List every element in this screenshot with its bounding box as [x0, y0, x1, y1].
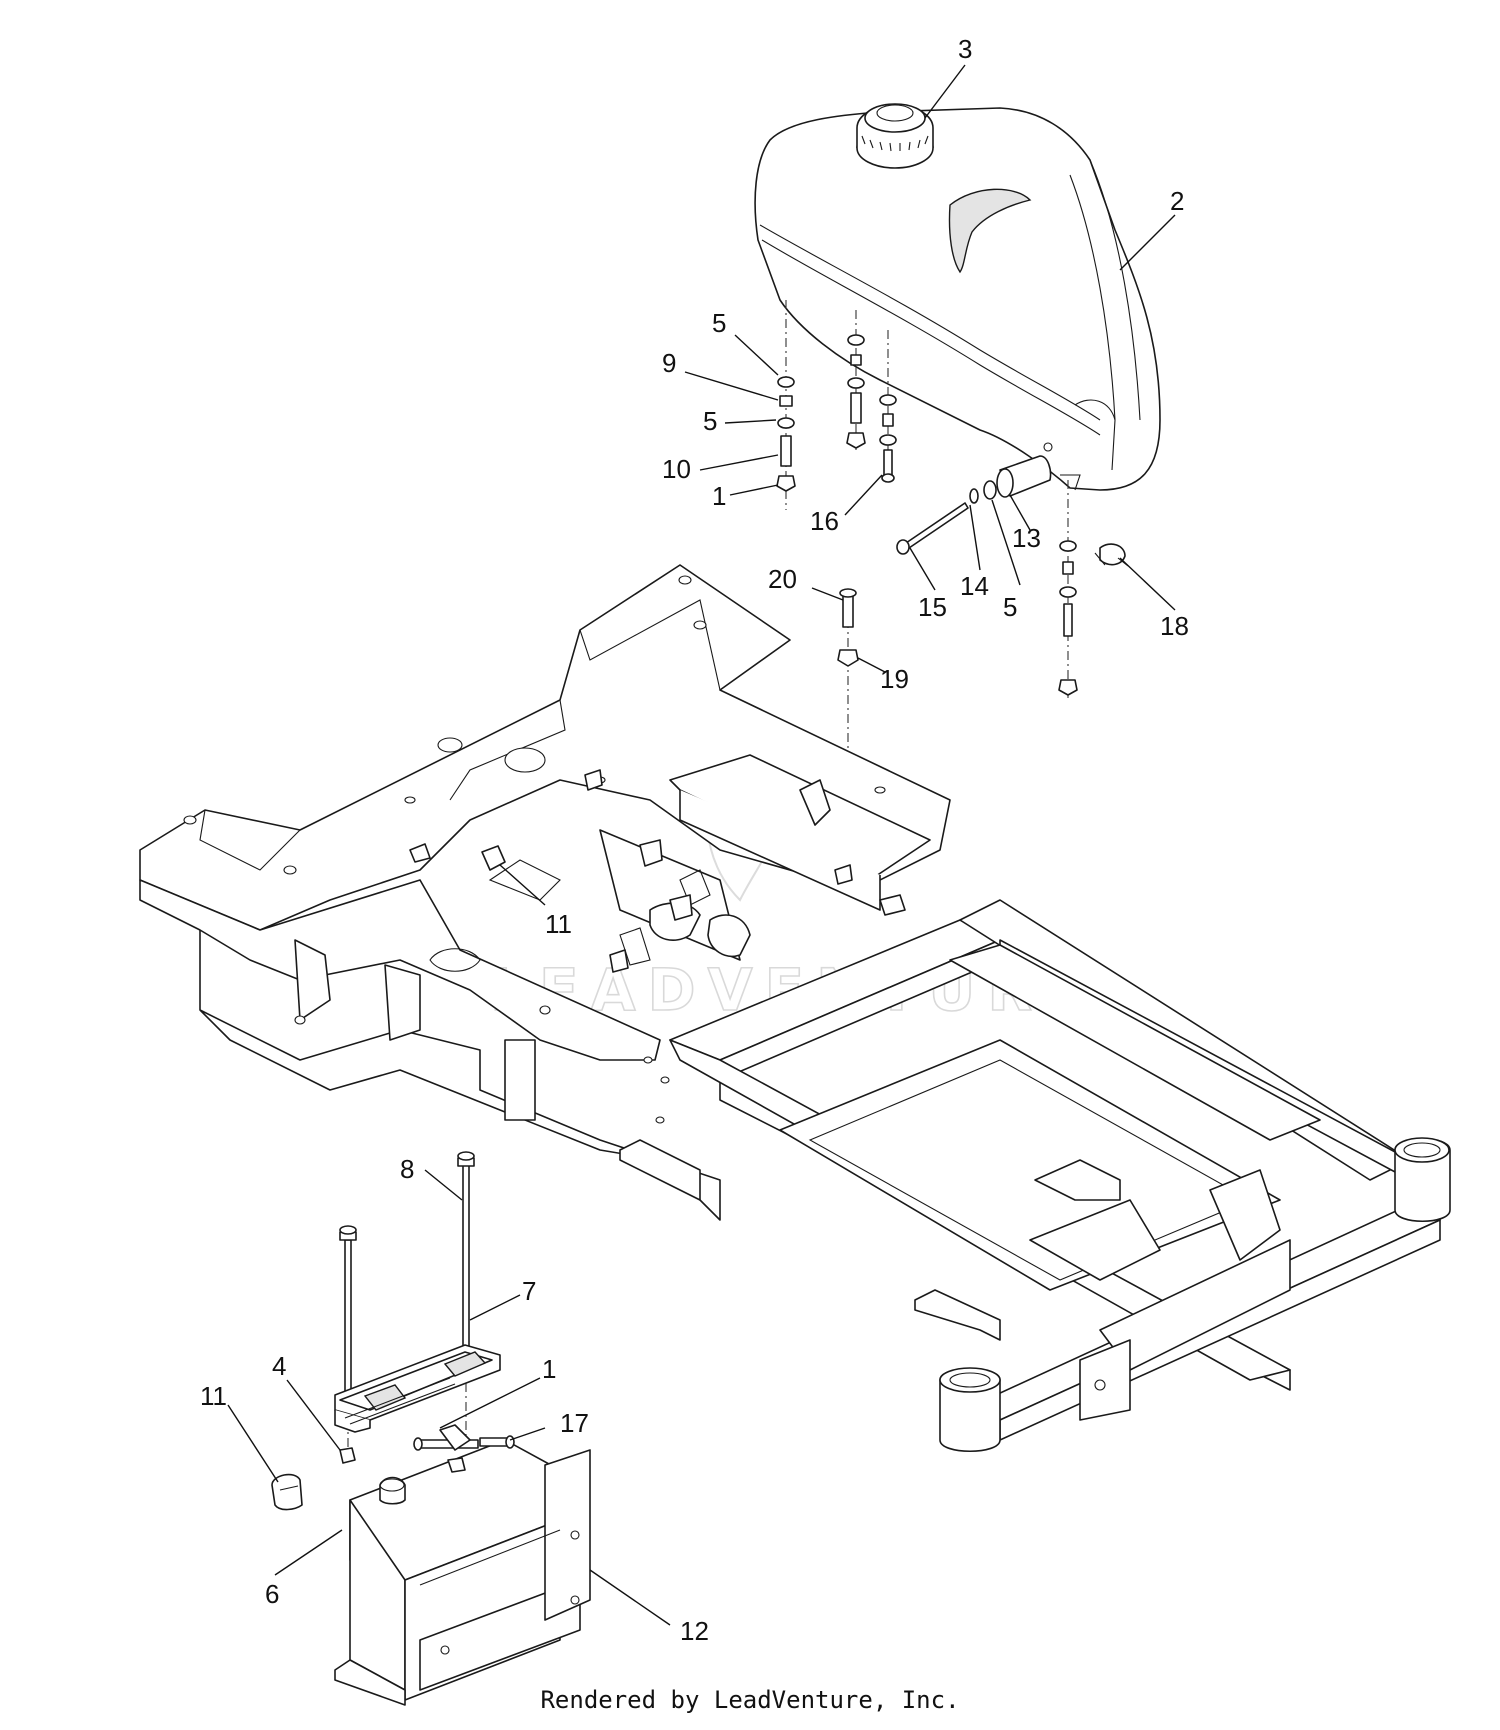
callout-20: 20 — [768, 564, 797, 594]
callout-19: 19 — [880, 664, 909, 694]
callout-12: 12 — [680, 1616, 709, 1646]
right-mount-stack — [1058, 480, 1078, 700]
fuel-cap — [856, 103, 934, 169]
leader-lines — [227, 64, 1176, 1626]
center-mount-stack — [846, 310, 897, 483]
callout-8: 8 — [400, 1154, 414, 1184]
callout-4: 4 — [272, 1351, 286, 1381]
callout-1: 1 — [542, 1354, 556, 1384]
callout-16: 16 — [810, 506, 839, 536]
callout-13: 13 — [1012, 523, 1041, 553]
fuel-tank — [754, 107, 1161, 491]
callout-1: 1 — [712, 481, 726, 511]
callout-14: 14 — [960, 571, 989, 601]
callout-11: 11 — [200, 1381, 227, 1411]
callouts: 3 2 5 9 5 10 1 16 13 14 5 15 18 20 19 11… — [200, 34, 1189, 1646]
callout-2: 2 — [1170, 186, 1184, 216]
callout-3: 3 — [958, 34, 972, 64]
callout-10: 10 — [662, 454, 691, 484]
callout-18: 18 — [1160, 611, 1189, 641]
bolt-20 — [837, 588, 859, 840]
footer-credit: Rendered by LeadVenture, Inc. — [540, 1686, 960, 1714]
callout-17: 17 — [560, 1408, 589, 1438]
chassis-frame — [139, 564, 1451, 1453]
callout-6: 6 — [265, 1579, 279, 1609]
callout-5: 5 — [1003, 592, 1017, 622]
battery-hardware — [271, 1151, 591, 1706]
callout-5: 5 — [712, 308, 726, 338]
callout-11: 11 — [545, 909, 572, 939]
callout-15: 15 — [918, 592, 947, 622]
left-mount-stack — [776, 300, 796, 510]
callout-9: 9 — [662, 348, 676, 378]
callout-5: 5 — [703, 406, 717, 436]
side-mount-hardware — [896, 455, 1129, 567]
callout-7: 7 — [522, 1276, 536, 1306]
